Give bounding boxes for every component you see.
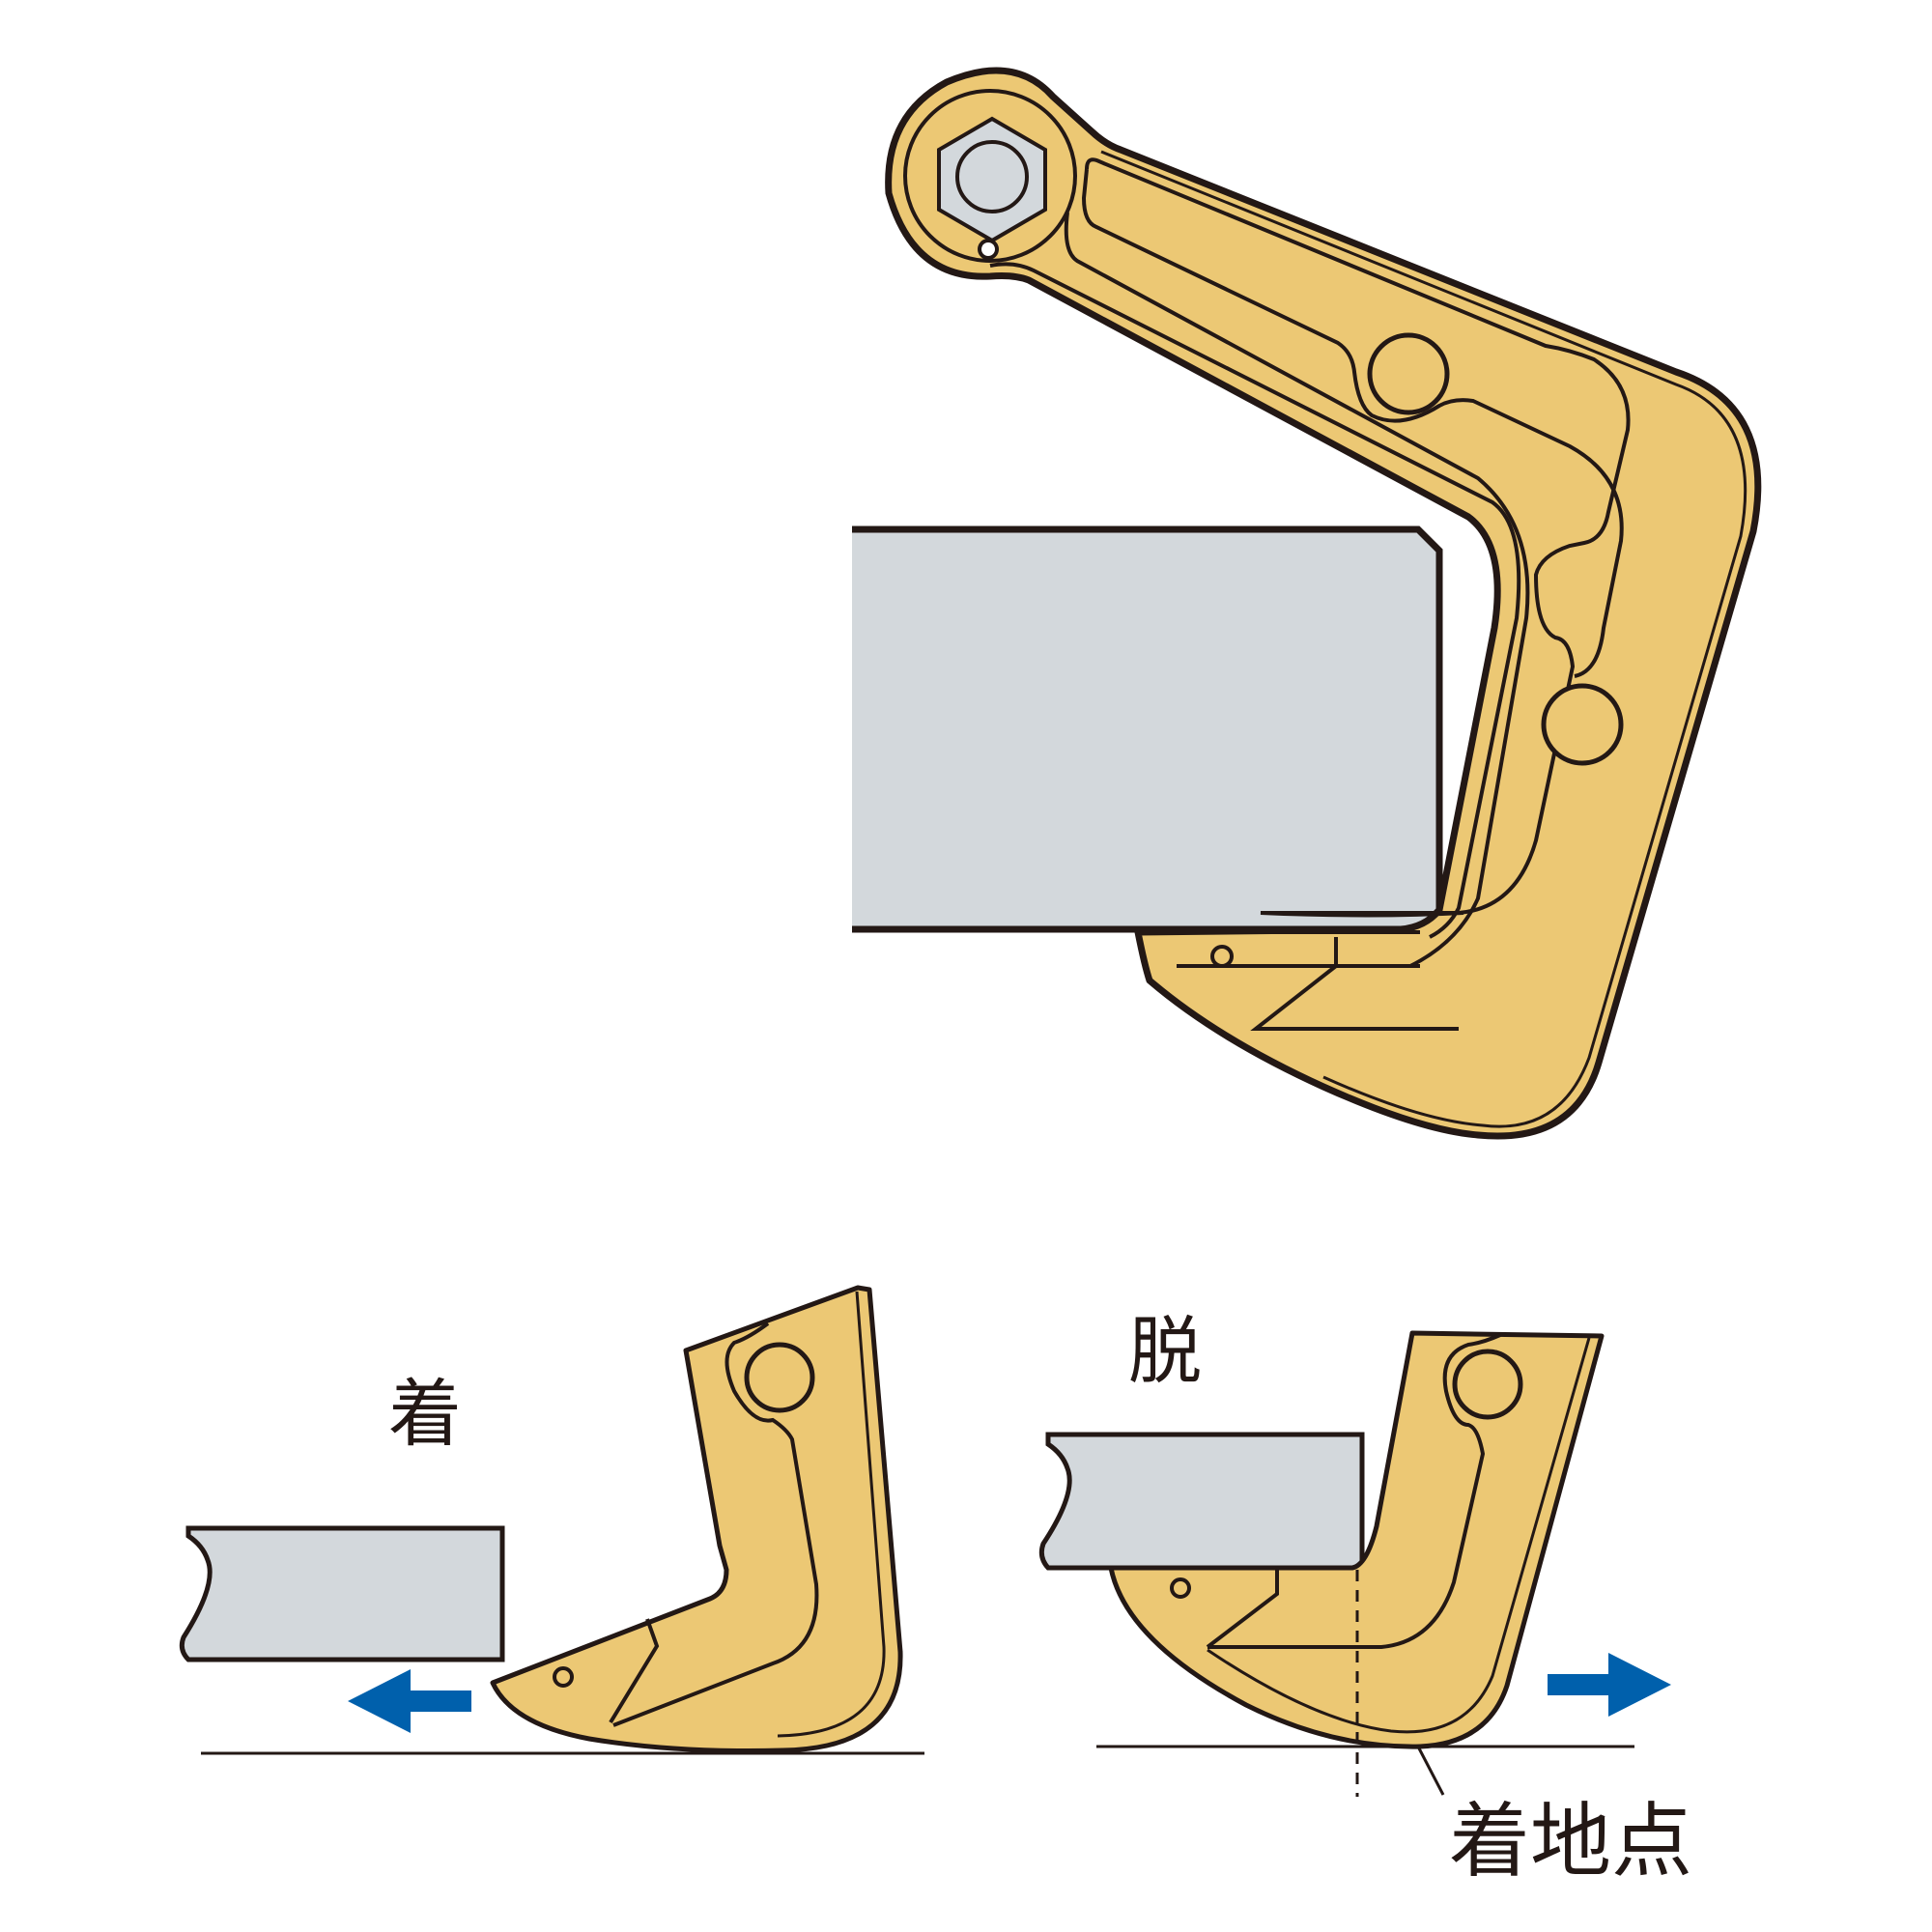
clamp-inner-attach bbox=[777, 1291, 886, 1738]
jaw-attach bbox=[609, 1618, 660, 1724]
arrow-right-icon bbox=[1548, 1653, 1671, 1717]
jaw-detach bbox=[1206, 1568, 1279, 1649]
arrow-left-icon bbox=[348, 1669, 471, 1733]
clamp-inner-contour-outer bbox=[989, 262, 1521, 939]
eye-small-pin bbox=[978, 239, 999, 260]
clamp-inner-contour-right bbox=[1100, 150, 1747, 1128]
jaw-pin-attach bbox=[553, 1666, 574, 1688]
pivot-pin-upper bbox=[1367, 332, 1450, 415]
lever-arm-inner bbox=[1081, 168, 1624, 678]
pivot-pin-lower bbox=[1541, 683, 1624, 766]
landing-point-label: 着地点 bbox=[1449, 1794, 1692, 1889]
clamp-body-main bbox=[885, 67, 1762, 1140]
detach-illustration: 脱 着地点 bbox=[1038, 1308, 1692, 1889]
shackle-eye-ring bbox=[903, 89, 1077, 263]
steel-plate-detach bbox=[1038, 1432, 1365, 1571]
jaw-wedge bbox=[1250, 964, 1459, 1031]
steel-plate-main bbox=[852, 529, 1439, 929]
lever-arm-main bbox=[1085, 157, 1631, 918]
lever-arm-upper bbox=[1064, 212, 1530, 968]
lever-detach bbox=[1208, 1333, 1501, 1649]
jaw-pin bbox=[1210, 945, 1234, 968]
bolt-head bbox=[955, 140, 1029, 213]
detach-label: 脱 bbox=[1128, 1308, 1202, 1394]
main-clamp-illustration bbox=[852, 67, 1762, 1140]
lever-attach bbox=[612, 1321, 819, 1727]
jaw-pin-detach bbox=[1170, 1577, 1191, 1599]
attach-illustration: 着 bbox=[179, 1285, 924, 1755]
steel-plate-attach bbox=[179, 1525, 505, 1662]
landing-point-leader bbox=[1416, 1746, 1445, 1796]
pivot-pin-attach bbox=[744, 1342, 815, 1413]
attach-label: 着 bbox=[388, 1371, 462, 1457]
clamp-inner-detach bbox=[1207, 1337, 1591, 1734]
pivot-pin-detach bbox=[1452, 1349, 1523, 1420]
